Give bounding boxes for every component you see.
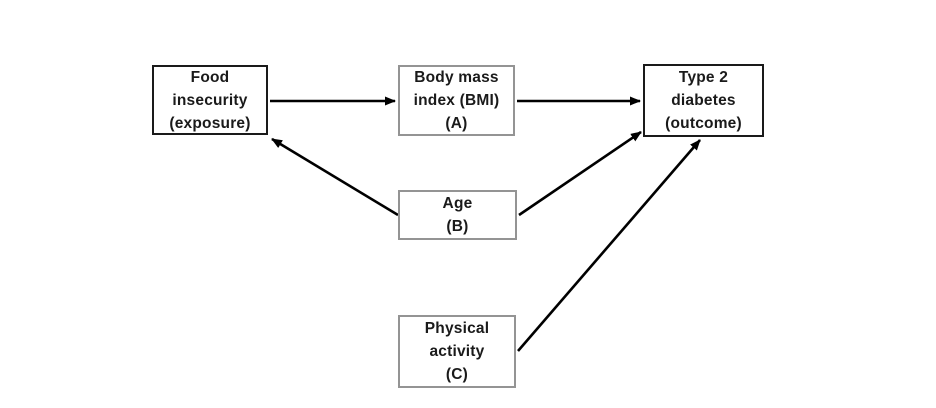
node-body-mass-index: Body mass index (BMI) (A) bbox=[398, 65, 515, 136]
node-physical-activity: Physical activity (C) bbox=[398, 315, 516, 388]
node-food-insecurity: Food insecurity (exposure) bbox=[152, 65, 268, 135]
edge-physical-activity-to-type-2-diabetes bbox=[517, 139, 701, 352]
node-age: Age (B) bbox=[398, 190, 517, 240]
edge-age-to-food-insecurity bbox=[271, 137, 399, 217]
node-type-2-diabetes: Type 2 diabetes (outcome) bbox=[643, 64, 764, 137]
edge-age-to-type-2-diabetes bbox=[518, 130, 642, 217]
